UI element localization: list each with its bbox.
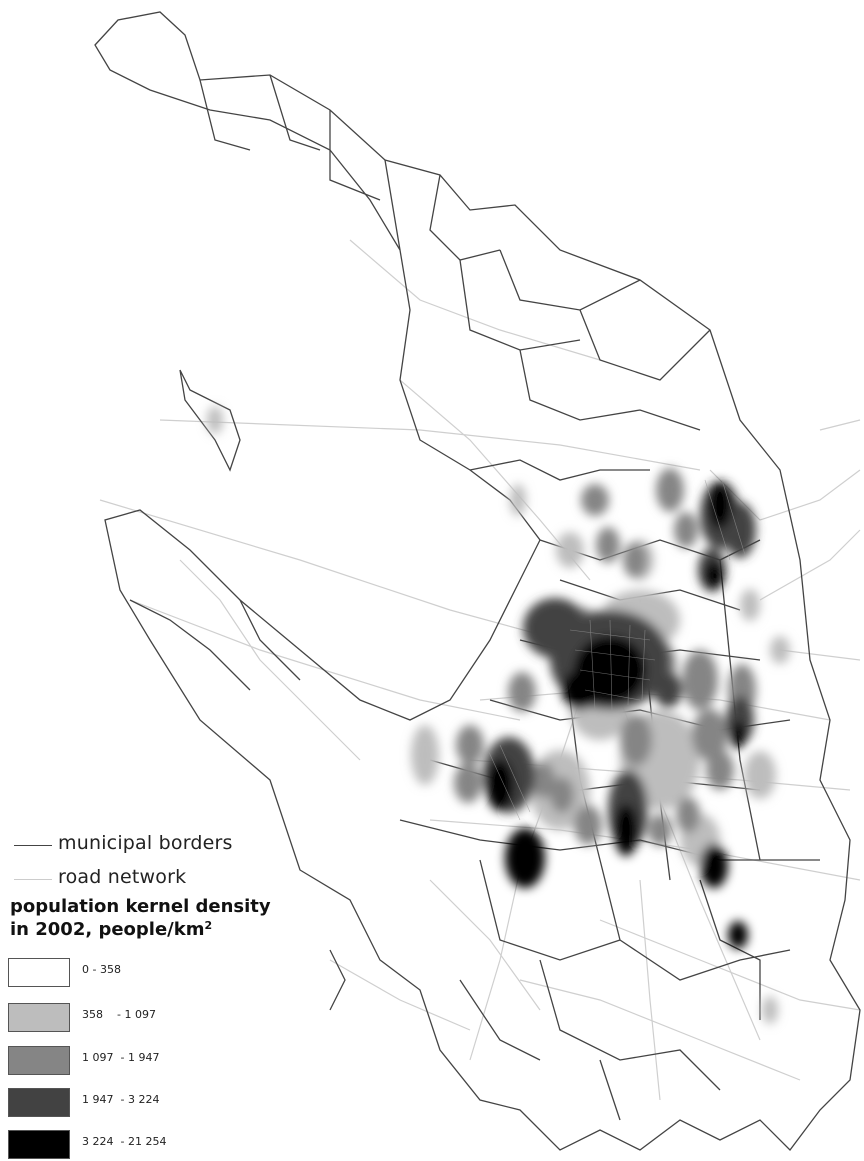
legend-swatch-class-2	[8, 1003, 70, 1032]
legend-swatch-class-1	[8, 958, 70, 987]
legend-label-class-2: 358 - 1 097	[82, 1008, 156, 1021]
legend-swatch-class-5	[8, 1130, 70, 1159]
legend-label-class-3: 1 097 - 1 947	[82, 1051, 160, 1064]
legend-title: population kernel density in 2002, peopl…	[10, 896, 271, 940]
core-street-texture	[487, 479, 746, 821]
legend-label-class-4: 1 947 - 3 224	[82, 1093, 160, 1106]
legend-swatch-class-3	[8, 1046, 70, 1075]
road-network-label: road network	[58, 866, 187, 888]
municipal-borders-symbol	[14, 845, 52, 846]
municipal-borders-label: municipal borders	[58, 832, 233, 854]
municipal-borders-layer	[94, 11, 861, 1151]
legend-swatch-class-4	[8, 1088, 70, 1117]
density-surface	[207, 406, 790, 1024]
legend-label-class-1: 0 - 358	[82, 963, 121, 976]
legend-label-class-5: 3 224 - 21 254	[82, 1135, 167, 1148]
road-network-symbol	[14, 879, 52, 880]
